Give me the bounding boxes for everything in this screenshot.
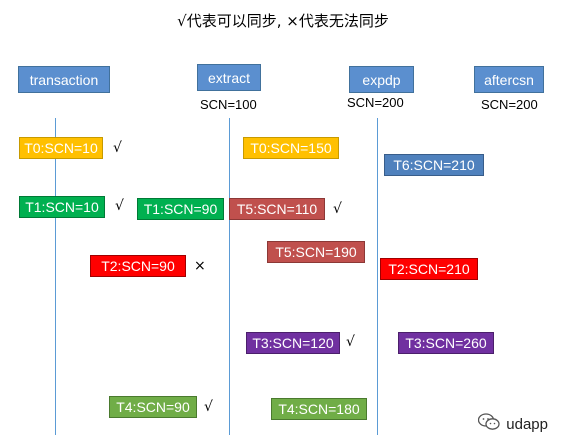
tx-t6-scn-210: T6:SCN=210	[384, 154, 484, 176]
check-mark-t3: √	[346, 334, 355, 350]
tx-t1-scn-90: T1:SCN=90	[137, 198, 224, 220]
tx-t2-scn-90: T2:SCN=90	[90, 255, 186, 277]
lifeline-extract	[229, 118, 230, 435]
tx-t5-scn-190: T5:SCN=190	[267, 241, 365, 263]
tx-t2-scn-210: T2:SCN=210	[380, 258, 478, 280]
check-mark-t5: √	[333, 201, 342, 217]
tx-t0-scn-10: T0:SCN=10	[19, 137, 103, 159]
tx-t5-scn-110: T5:SCN=110	[229, 198, 325, 220]
scn-label-expdp: SCN=200	[347, 95, 404, 110]
tx-t1-scn-10: T1:SCN=10	[19, 196, 105, 218]
tx-t4-scn-90: T4:SCN=90	[109, 396, 197, 418]
lifeline-expdp	[377, 118, 378, 435]
scn-label-extract: SCN=100	[200, 97, 257, 112]
check-mark-t1: √	[115, 198, 124, 214]
tx-t3-scn-260: T3:SCN=260	[398, 332, 494, 354]
diagram-title: √代表可以同步, ×代表无法同步	[177, 12, 389, 30]
lifeline-transaction	[55, 118, 56, 435]
tx-t3-scn-120: T3:SCN=120	[246, 332, 340, 354]
check-mark-t0: √	[113, 140, 122, 156]
header-extract: extract	[197, 64, 261, 91]
header-aftercsn: aftercsn	[474, 66, 544, 93]
watermark: udapp	[478, 413, 548, 435]
tx-t0-scn-150: T0:SCN=150	[243, 137, 339, 159]
scn-label-aftercsn: SCN=200	[481, 97, 538, 112]
cross-mark-t2: ×	[194, 258, 206, 274]
header-transaction: transaction	[18, 66, 110, 93]
watermark-text: udapp	[506, 415, 548, 433]
check-mark-t4: √	[204, 399, 213, 415]
header-expdp: expdp	[349, 66, 414, 93]
tx-t4-scn-180: T4:SCN=180	[271, 398, 367, 420]
wechat-icon	[478, 413, 500, 435]
